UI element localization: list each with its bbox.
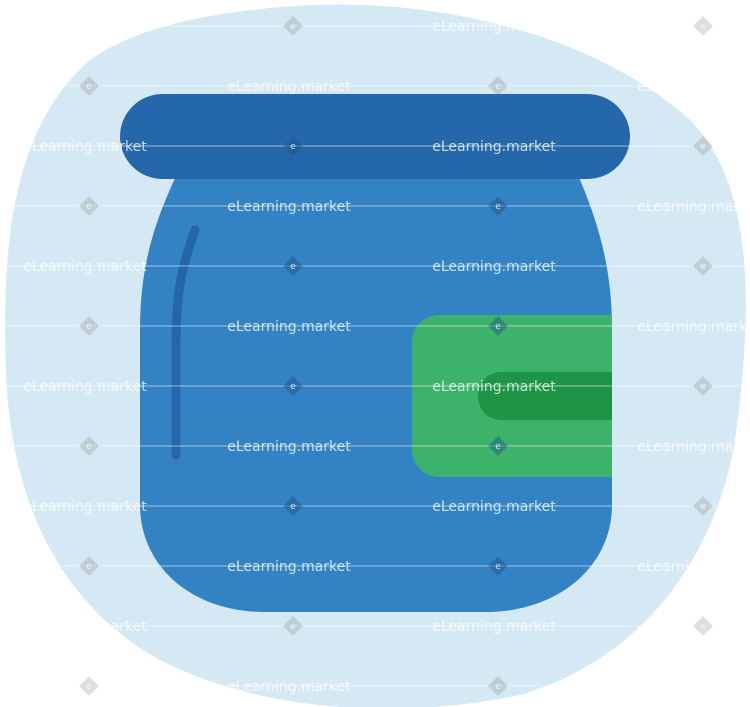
watermark-mark-letter: e (700, 22, 706, 32)
watermark-diamond-icon (488, 676, 508, 696)
watermark-diamond-icon (79, 436, 99, 456)
watermark-mark-letter: e (290, 22, 296, 32)
watermark-text: eLearning.market (23, 19, 147, 35)
watermark-text: eLearning.market (637, 559, 750, 575)
watermark-text: eLearning.market (637, 439, 750, 455)
watermark-text: eLearning.market (227, 559, 351, 575)
watermark-text: eLearning.market (432, 499, 556, 515)
watermark-mark-letter: e (290, 142, 296, 152)
watermark-diamond-icon (283, 136, 303, 156)
watermark-text: eLearning.market (23, 139, 147, 155)
watermark-diamond-icon (283, 496, 303, 516)
watermark-text: eLearning.market (23, 379, 147, 395)
watermark-diamond-icon (488, 76, 508, 96)
watermark-mark-letter: e (86, 322, 92, 332)
watermark-diamond-icon (283, 376, 303, 396)
watermark-mark-letter: e (86, 562, 92, 572)
watermark-mark-letter: e (86, 202, 92, 212)
watermark-mark-letter: e (86, 82, 92, 92)
watermark-mark-letter: e (700, 382, 706, 392)
watermark-diamond-icon (693, 496, 713, 516)
watermark-text: eLearning.market (23, 619, 147, 635)
jar-label-stripe (478, 372, 612, 420)
watermark-text: eLearning.market (227, 319, 351, 335)
watermark-diamond-icon (693, 376, 713, 396)
watermark-mark-letter: e (290, 502, 296, 512)
jar-highlight (171, 225, 200, 460)
watermark-mark-letter: e (290, 622, 296, 632)
watermark-text: eLearning.market (432, 19, 556, 35)
jar-lid (120, 94, 630, 179)
watermark-text: eLearning.market (23, 259, 147, 275)
watermark-mark-letter: e (495, 322, 501, 332)
watermark-mark-letter: e (495, 82, 501, 92)
watermark-text: eLearning.market (227, 79, 351, 95)
watermark-mark-letter: e (700, 262, 706, 272)
watermark-mark-letter: e (86, 442, 92, 452)
watermark-text: eLearning.market (23, 499, 147, 515)
watermark-mark-letter: e (700, 622, 706, 632)
watermark-text: eLearning.market (432, 379, 556, 395)
watermark-mark-letter: e (700, 142, 706, 152)
watermark-mark-letter: e (495, 202, 501, 212)
watermark-text: eLearning.market (637, 199, 750, 215)
watermark-text: eLearning.market (227, 679, 351, 695)
watermark-diamond-icon (79, 196, 99, 216)
watermark-text: eLearning.market (637, 319, 750, 335)
watermark-text: eLearning.market (227, 439, 351, 455)
watermark-mark-letter: e (86, 682, 92, 692)
watermark-text: eLearning.market (432, 259, 556, 275)
watermark-text: eLearning.market (227, 199, 351, 215)
watermark-mark-letter: e (700, 502, 706, 512)
watermark-text: eLearning.market (637, 79, 750, 95)
watermark-layer: eLearning.market eLearning.market e e eLearn… (0, 16, 750, 696)
watermark-mark-letter: e (290, 262, 296, 272)
watermark-mark-letter: e (495, 442, 501, 452)
watermark-diamond-icon (283, 16, 303, 36)
watermark-diamond-icon (283, 616, 303, 636)
watermark-text: eLearning.market (432, 619, 556, 635)
watermark-diamond-icon (693, 616, 713, 636)
watermark-diamond-icon (488, 436, 508, 456)
watermark-mark-letter: e (495, 682, 501, 692)
watermark-diamond-icon (488, 316, 508, 336)
watermark-diamond-icon (79, 76, 99, 96)
watermark-diamond-icon (488, 196, 508, 216)
watermark-text: eLearning.market (432, 139, 556, 155)
watermark-diamond-icon (693, 256, 713, 276)
watermark-text: eLearning.market (637, 679, 750, 695)
watermark-mark-letter: e (290, 382, 296, 392)
watermark-diamond-icon (79, 316, 99, 336)
watermark-mark-letter: e (495, 562, 501, 572)
jar-body (140, 168, 612, 612)
watermark-diamond-icon (488, 556, 508, 576)
watermark-diamond-icon (283, 256, 303, 276)
